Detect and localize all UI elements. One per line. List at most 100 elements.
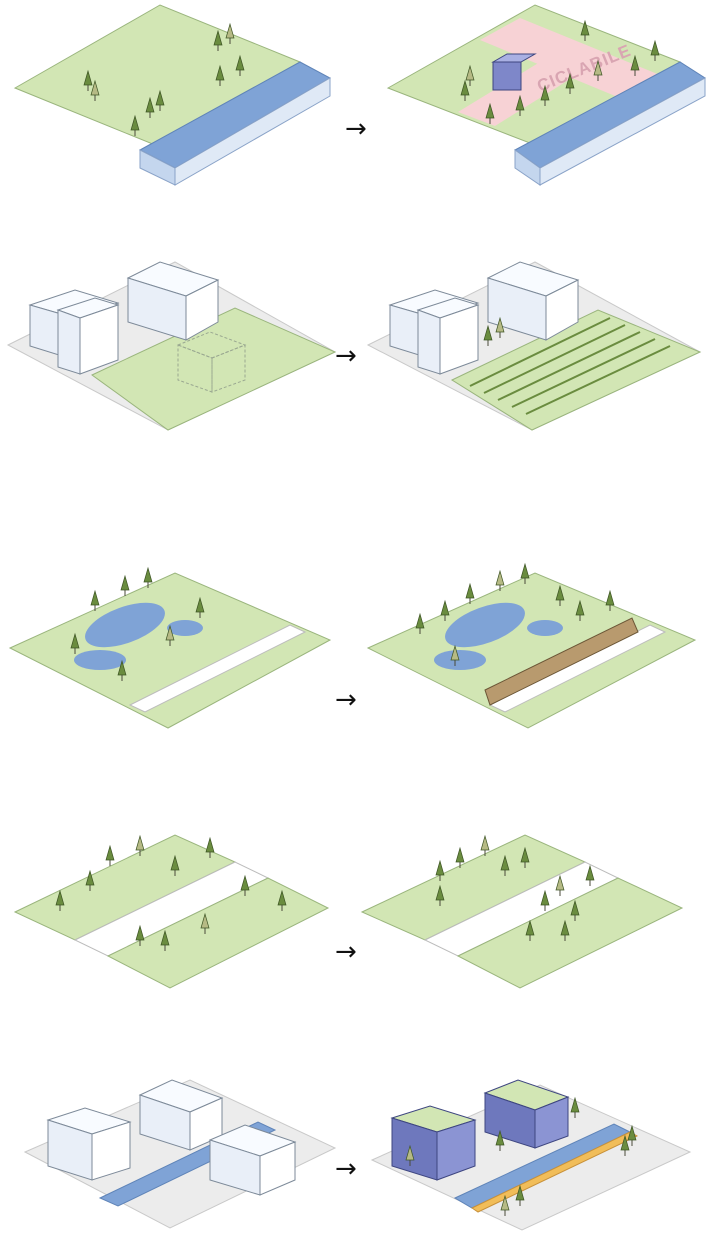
- tree-icon: [570, 1096, 580, 1118]
- pond-lower: [74, 650, 126, 670]
- tree-icon: [515, 1184, 525, 1206]
- tree-icon: [83, 69, 93, 91]
- row-riverbank-after: CICLABILE: [386, 4, 706, 186]
- tree-icon: [120, 574, 130, 596]
- row-roofs-before: [23, 1079, 337, 1229]
- tree-icon: [500, 1194, 510, 1216]
- building-middle: [138, 1079, 224, 1151]
- tree-icon: [90, 589, 100, 611]
- meadow-right: [106, 877, 330, 989]
- row-urban-garden-after: [366, 261, 702, 431]
- pond-side: [167, 620, 203, 636]
- tree-icon: [90, 79, 100, 101]
- tree-icon: [277, 889, 287, 911]
- tree-icon: [627, 1124, 637, 1146]
- pond-main: [85, 602, 165, 648]
- row-wetland-after: [366, 572, 697, 729]
- meadow-right: [456, 877, 684, 989]
- hedge-row: [484, 617, 639, 706]
- tree-icon: [620, 1134, 630, 1156]
- arrow-row-3: →: [335, 685, 357, 715]
- building-left: [46, 1107, 132, 1181]
- tree-icon: [213, 29, 223, 51]
- row-riverbank-before: [13, 4, 332, 186]
- tree-icon: [515, 94, 525, 116]
- tree-icon: [630, 54, 640, 76]
- tree-icon: [200, 912, 210, 934]
- pond-lower: [434, 650, 486, 670]
- tree-icon: [143, 566, 153, 588]
- tree-icon: [520, 846, 530, 868]
- tree-icon: [155, 89, 165, 111]
- tree-icon: [580, 19, 590, 41]
- tree-icon: [500, 854, 510, 876]
- arrow-row-5: →: [335, 1154, 357, 1184]
- demolished-volume: [176, 331, 247, 393]
- arrow-row-1: →: [345, 114, 367, 144]
- tree-icon: [575, 599, 585, 621]
- tree-icon: [585, 864, 595, 886]
- tree-icon: [215, 64, 225, 86]
- bike-lane: [470, 1131, 639, 1213]
- arrow-row-2: →: [335, 341, 357, 371]
- tree-icon: [450, 644, 460, 666]
- park-plane: [366, 572, 697, 729]
- tree-icon: [165, 624, 175, 646]
- garden-rows: [469, 317, 671, 415]
- tree-icon: [570, 899, 580, 921]
- tree-icon: [70, 632, 80, 654]
- row-corridor-before: [13, 834, 330, 989]
- green-roof-building-left: [390, 1105, 477, 1181]
- tree-icon: [440, 599, 450, 621]
- building-right: [486, 261, 580, 341]
- river-side: [514, 149, 541, 186]
- tree-icon: [565, 72, 575, 94]
- road-strip: [128, 624, 307, 713]
- pond-main: [445, 602, 525, 648]
- tree-icon: [480, 834, 490, 856]
- tree-icon: [235, 54, 245, 76]
- building-right: [126, 261, 220, 341]
- tree-icon: [85, 869, 95, 891]
- building-left: [28, 289, 120, 375]
- tree-icon: [555, 584, 565, 606]
- tree-icon: [560, 919, 570, 941]
- row-corridor-after: [360, 834, 684, 989]
- tree-icon: [415, 612, 425, 634]
- tree-icon: [435, 859, 445, 881]
- tree-icon: [460, 79, 470, 101]
- tree-icon: [435, 884, 445, 906]
- tree-icon: [485, 102, 495, 124]
- building-left: [388, 289, 480, 375]
- tree-icon: [205, 836, 215, 858]
- tree-icon: [465, 582, 475, 604]
- tree-icon: [483, 324, 493, 346]
- building-right: [208, 1124, 297, 1196]
- row-roofs-after: [370, 1079, 692, 1231]
- tree-icon: [495, 316, 505, 338]
- tree-icon: [540, 84, 550, 106]
- tree-icon: [605, 589, 615, 611]
- tree-icon: [495, 1129, 505, 1151]
- tree-icon: [495, 569, 505, 591]
- green-roof-building-right: [483, 1079, 570, 1149]
- tree-icon: [465, 64, 475, 86]
- kiosk-cube: [492, 61, 522, 91]
- tree-icon: [55, 889, 65, 911]
- tree-icon: [195, 596, 205, 618]
- tree-icon: [405, 1144, 415, 1166]
- bike-path: [480, 18, 660, 98]
- tree-icon: [455, 846, 465, 868]
- tree-icon: [135, 834, 145, 856]
- river-front: [174, 77, 331, 186]
- row-wetland-before: [8, 572, 332, 729]
- tree-icon: [135, 924, 145, 946]
- row-urban-garden-before: [6, 261, 337, 431]
- tree-icon: [105, 844, 115, 866]
- tree-icon: [145, 96, 155, 118]
- tree-icon: [650, 39, 660, 61]
- tree-icon: [160, 929, 170, 951]
- bike-path-branch: [458, 62, 575, 126]
- tree-icon: [540, 889, 550, 911]
